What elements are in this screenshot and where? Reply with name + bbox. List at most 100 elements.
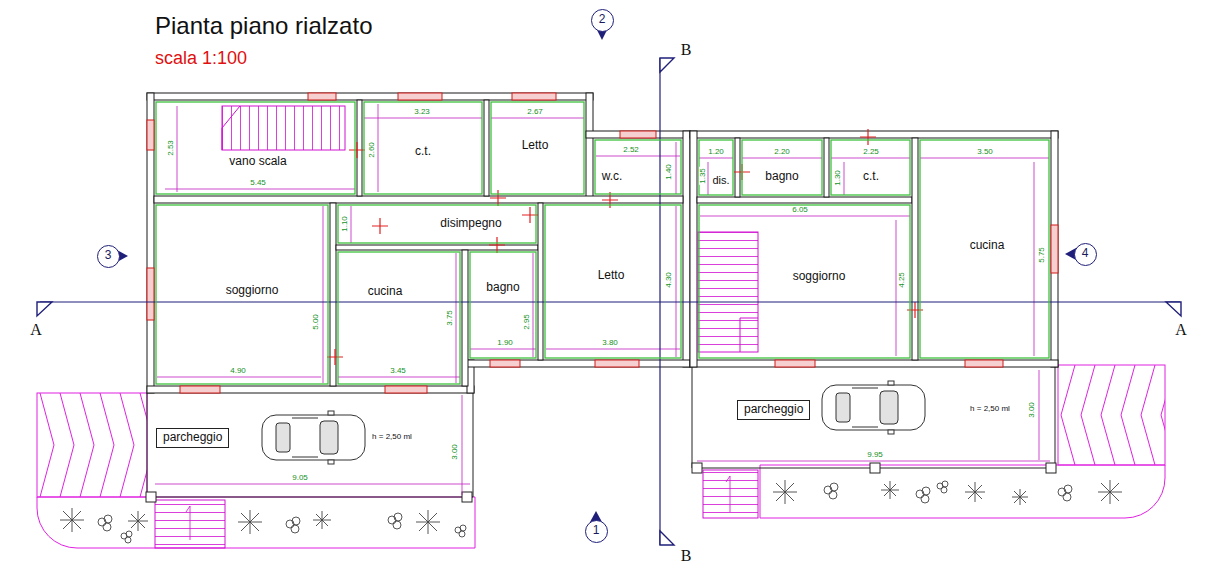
wall: [462, 250, 468, 386]
plant-symbol: [1064, 485, 1072, 493]
room-outline: [595, 140, 681, 194]
scale-note: scala 1:100: [155, 49, 247, 67]
dimension-text: 9.05: [291, 474, 309, 482]
dimension-line: [177, 104, 1039, 495]
plant-symbol: [126, 531, 132, 537]
room-outline: [742, 140, 822, 195]
section-marker: [660, 58, 674, 72]
plant-symbol: [1012, 489, 1028, 505]
plant-symbol: [291, 525, 299, 533]
plant-symbol: [1012, 489, 1028, 505]
wall: [357, 100, 362, 196]
dimension-text: 3.23: [413, 108, 431, 116]
plant-symbol: [460, 525, 466, 531]
wall: [690, 131, 697, 367]
room-name: Letto: [521, 139, 550, 153]
section-marker: [1166, 302, 1181, 316]
window: [1051, 225, 1058, 273]
car-symbol: [262, 415, 365, 460]
car-symbol: [262, 411, 365, 464]
dimension-text: 3.80: [601, 339, 619, 347]
dimension-line: [155, 118, 1050, 484]
pillar: [870, 463, 880, 473]
plant-symbol: [830, 483, 838, 491]
plant-symbol: [916, 487, 930, 503]
window: [775, 360, 815, 367]
staircase: [222, 106, 345, 150]
hatched-ramp: [1058, 365, 1165, 465]
plant-symbol: [125, 537, 131, 543]
section-letter: A: [1175, 322, 1187, 338]
dimension-text: 4.30: [665, 271, 673, 289]
window: [620, 131, 656, 138]
window: [965, 360, 1003, 367]
room-outline: [491, 102, 584, 194]
plant-symbol: [128, 511, 148, 531]
plant-symbol: [393, 521, 401, 529]
callout-circle: 1: [585, 520, 608, 543]
dimension-line: [155, 104, 1050, 495]
staircase: [698, 232, 758, 352]
plant-symbol: [1098, 480, 1122, 504]
dimension-text: 1.90: [496, 339, 514, 347]
plant-symbol: [773, 480, 797, 504]
plant-symbol: [394, 513, 402, 521]
room-outline: [470, 252, 536, 358]
plant-symbol: [459, 531, 465, 537]
callout-circle: 4: [1074, 243, 1097, 266]
car-symbol: [822, 385, 925, 430]
car-symbol: [328, 411, 334, 415]
parking-outline: [692, 367, 1055, 468]
wall: [147, 93, 1058, 393]
door-mark: [490, 190, 506, 206]
room-name: vano scala: [228, 155, 287, 169]
room-name: c.t.: [414, 145, 432, 159]
dimension-text: 4.25: [898, 271, 906, 289]
dimension-text: 2.20: [773, 148, 791, 156]
wall: [147, 386, 474, 393]
plant-symbol: [104, 515, 112, 523]
section-marker: [37, 58, 1181, 545]
pillar: [1046, 463, 1056, 473]
car-symbol: [292, 418, 318, 419]
plant-symbol: [313, 511, 331, 529]
plant-symbol: [286, 517, 300, 533]
room: c.t.: [829, 138, 912, 197]
room: soggiorno: [697, 203, 912, 360]
callout-number: 2: [599, 13, 606, 26]
dimension-text: 5.75: [1038, 246, 1046, 264]
window: [490, 360, 520, 367]
plant-symbol: [416, 510, 440, 534]
callout-circle: 2: [591, 9, 614, 32]
room: disimpegno: [336, 203, 538, 245]
callout-circle: 3: [97, 245, 120, 268]
wall: [147, 93, 154, 393]
plant-symbol: [313, 511, 331, 529]
window: [147, 268, 154, 320]
dimension-text: 1.10: [341, 215, 349, 233]
plant-symbol: [965, 482, 985, 502]
garden-strip: [37, 465, 1165, 548]
room-outline: [699, 140, 733, 195]
car-symbol: [888, 430, 894, 434]
hatched-ramp: [37, 393, 147, 497]
plant-symbol: [1058, 485, 1072, 501]
room: soggiorno: [154, 203, 330, 386]
room-name: c.t.: [862, 170, 880, 184]
plant-symbol: [60, 508, 84, 532]
room-name: soggiorno: [225, 284, 280, 298]
window: [147, 120, 154, 150]
dimension-text: 3.50: [976, 148, 994, 156]
room-outline: [156, 205, 328, 384]
staircase: [222, 106, 240, 150]
dimension-text: 6.05: [791, 206, 809, 214]
wall: [735, 138, 740, 197]
wall: [467, 360, 690, 367]
plant-symbol: [881, 481, 899, 499]
plant-symbol: [103, 523, 111, 531]
room-outline: [338, 252, 460, 384]
wall: [683, 131, 690, 367]
wall: [484, 100, 489, 196]
section-letter: B: [681, 548, 692, 564]
